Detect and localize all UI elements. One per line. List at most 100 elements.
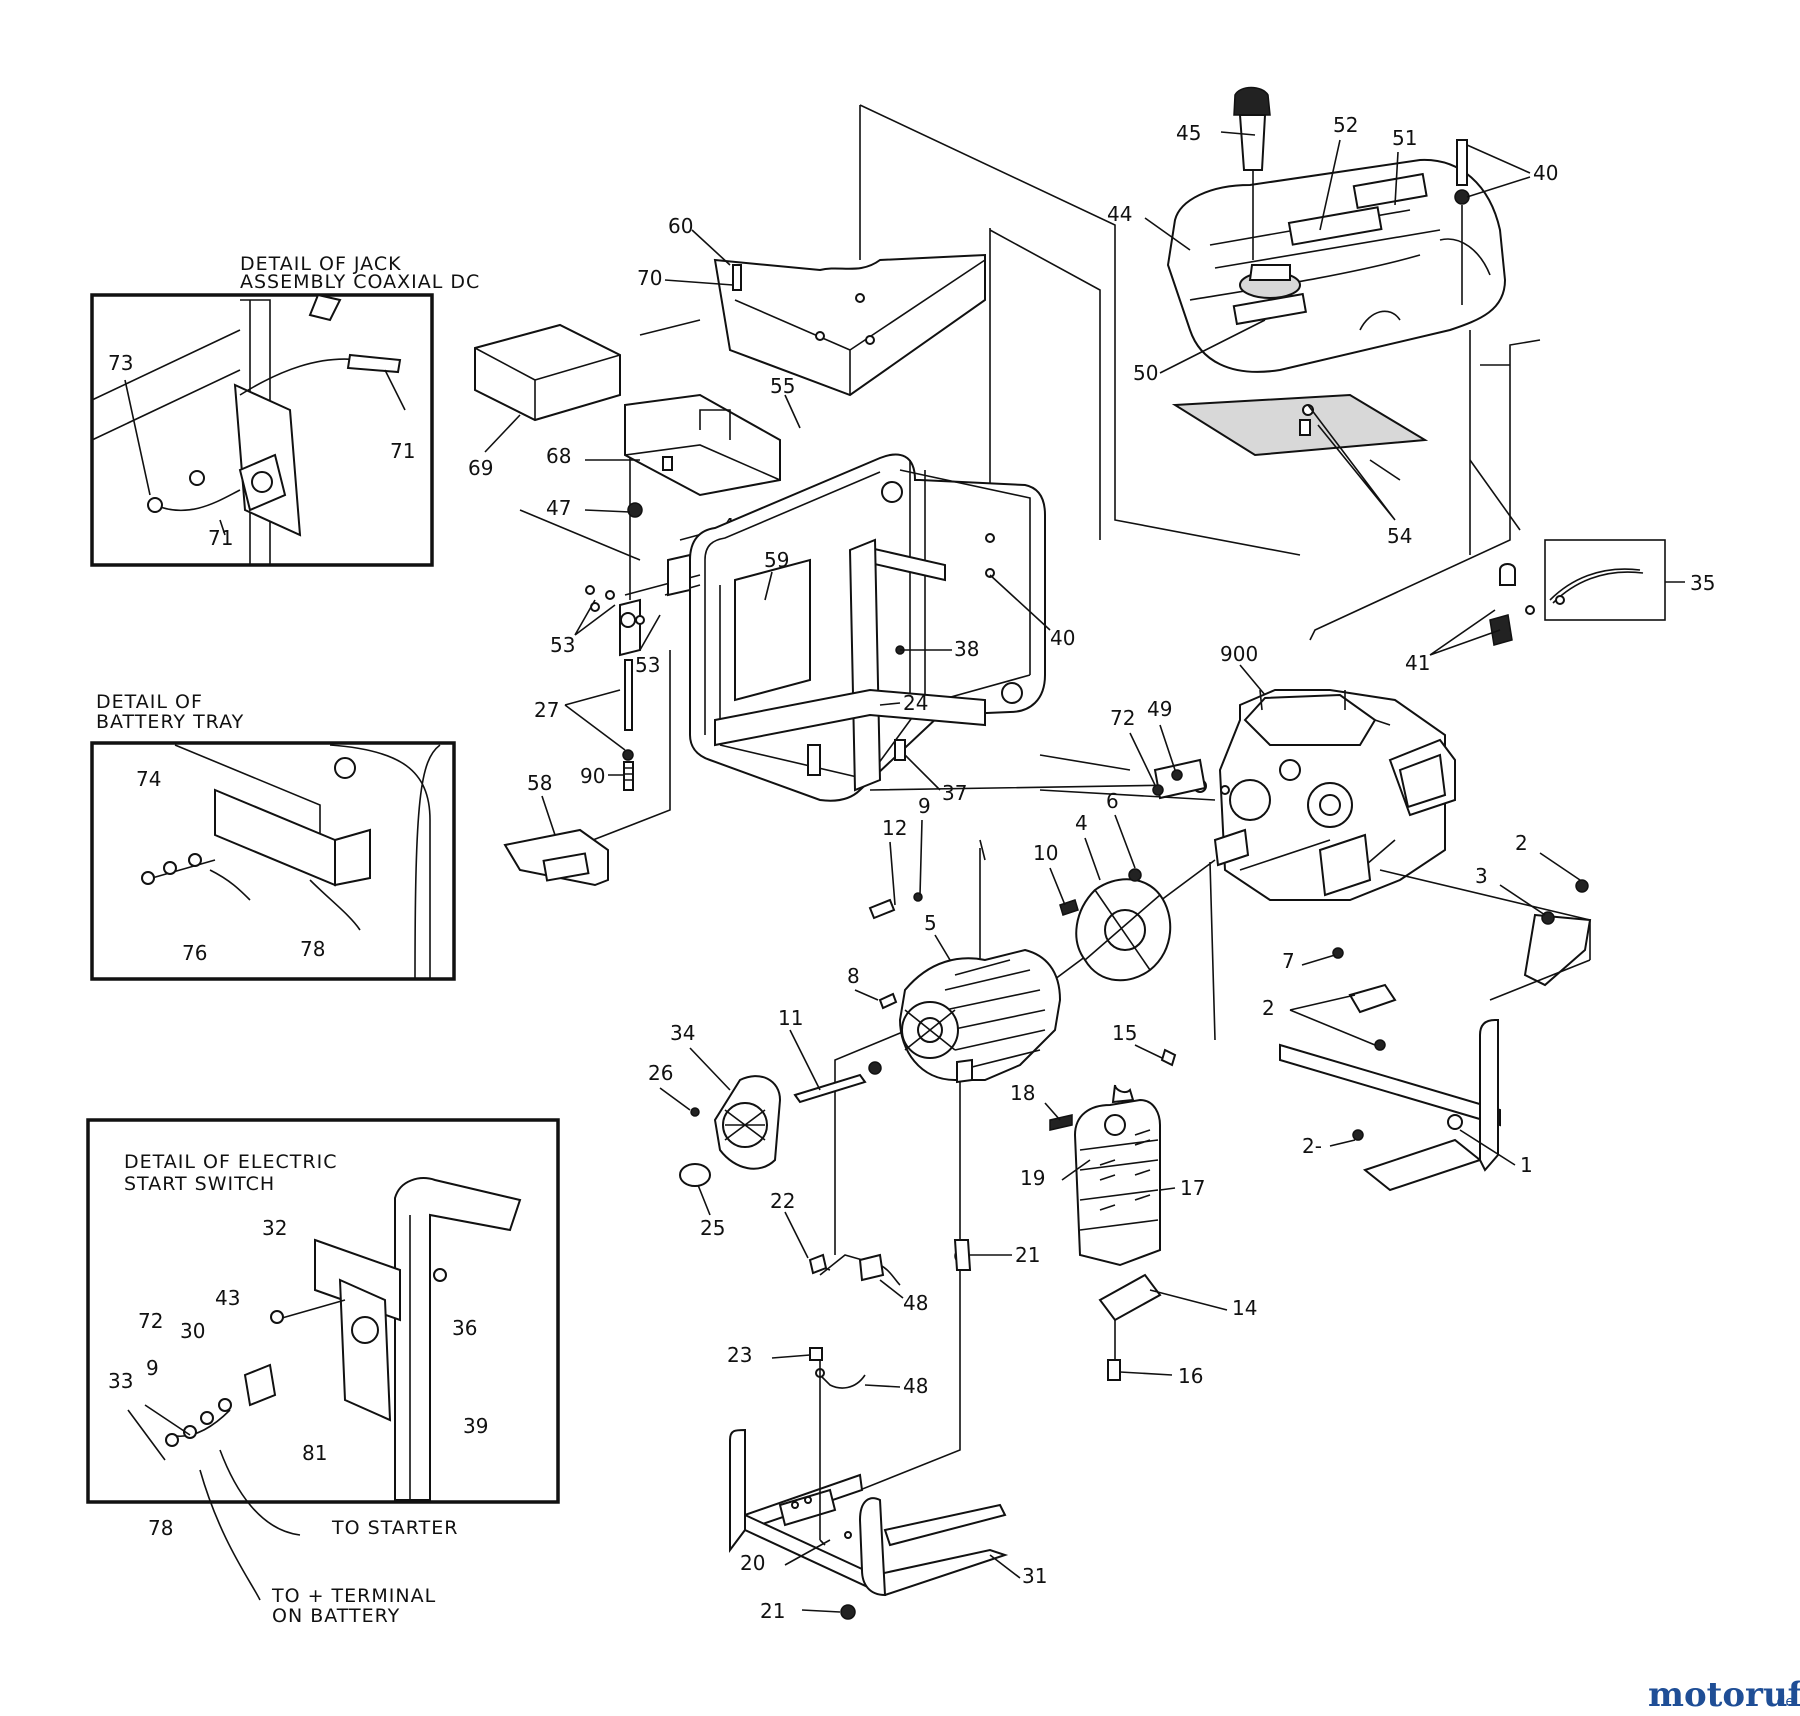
detail-battery-title-2: BATTERY TRAY: [96, 711, 244, 733]
label-24: 24: [903, 691, 928, 715]
label-14: 14: [1232, 1296, 1257, 1320]
label-54: 54: [1387, 524, 1412, 548]
detail-jack-title-2: ASSEMBLY COAXIAL DC: [240, 271, 480, 293]
engine: [1153, 689, 1456, 901]
label-2-lower: 2-: [1302, 1134, 1322, 1158]
label-71-lower: 71: [208, 526, 233, 550]
label-73: 73: [108, 351, 133, 375]
label-1: 1: [1520, 1153, 1533, 1177]
main-frame: [503, 453, 1046, 887]
to-terminal-text-1: TO + TERMINAL: [271, 1585, 436, 1607]
label-44: 44: [1107, 202, 1132, 226]
label-18: 18: [1010, 1081, 1035, 1105]
label-7: 7: [1282, 949, 1295, 973]
label-69: 69: [468, 456, 493, 480]
label-30: 30: [180, 1319, 205, 1343]
label-16: 16: [1178, 1364, 1203, 1388]
label-53-right: 53: [635, 653, 660, 677]
fuel-line-detail: [1489, 539, 1666, 646]
watermark-brand: motoruf: [1648, 1675, 1800, 1715]
label-25: 25: [700, 1216, 725, 1240]
label-72-engine: 72: [1110, 706, 1135, 730]
label-12: 12: [882, 816, 907, 840]
label-2-upper: 2: [1515, 831, 1528, 855]
label-4: 4: [1075, 811, 1088, 835]
label-90: 90: [580, 764, 605, 788]
label-45: 45: [1176, 121, 1201, 145]
label-3: 3: [1475, 864, 1488, 888]
alternator: [679, 868, 1172, 1264]
label-71-upper: 71: [390, 439, 415, 463]
label-37: 37: [942, 781, 967, 805]
label-31: 31: [1022, 1564, 1047, 1588]
label-21-lower: 21: [760, 1599, 785, 1623]
label-9-start: 9: [146, 1356, 159, 1380]
engine-mounts: [1279, 869, 1592, 1192]
label-15: 15: [1112, 1021, 1137, 1045]
watermark: motoruf .de: [1648, 1675, 1800, 1715]
label-48-upper: 48: [903, 1291, 928, 1315]
cradle-left-leg: [729, 1428, 864, 1553]
control-panel-bracket: [474, 253, 986, 518]
label-17: 17: [1180, 1176, 1205, 1200]
end-cap: [679, 1163, 711, 1187]
label-34: 34: [670, 1021, 695, 1045]
muffler-assembly: [1049, 1048, 1177, 1381]
label-70: 70: [637, 266, 662, 290]
label-20: 20: [740, 1551, 765, 1575]
label-40-frame: 40: [1050, 626, 1075, 650]
to-starter-text: TO STARTER: [331, 1517, 458, 1539]
label-51: 51: [1392, 126, 1417, 150]
detail-start-frame: [86, 1118, 560, 1504]
panel-bracket: [713, 253, 986, 397]
label-72-start: 72: [138, 1309, 163, 1333]
label-26: 26: [648, 1061, 673, 1085]
label-36: 36: [452, 1316, 477, 1340]
label-52: 52: [1333, 113, 1358, 137]
detail-jack-assembly: DETAIL OF JACK ASSEMBLY COAXIAL DC 73 71…: [90, 253, 480, 567]
label-48-lower: 48: [903, 1374, 928, 1398]
assembly-lines: [519, 104, 1541, 1491]
label-19: 19: [1020, 1166, 1045, 1190]
battery-tray-drawing: [141, 744, 441, 980]
fuel-tank: [1166, 158, 1507, 373]
vibration-mount-plate: [1523, 913, 1592, 987]
label-10: 10: [1033, 841, 1058, 865]
label-27: 27: [534, 698, 559, 722]
center-brace: [848, 538, 882, 792]
muffler-bracket: [1098, 1273, 1162, 1322]
label-9-main: 9: [918, 794, 931, 818]
label-21-upper: 21: [1015, 1243, 1040, 1267]
label-6: 6: [1106, 789, 1119, 813]
cradle-right-leg: [858, 1497, 887, 1597]
label-11: 11: [778, 1006, 803, 1030]
label-58: 58: [527, 771, 552, 795]
label-33: 33: [108, 1369, 133, 1393]
label-47: 47: [546, 496, 571, 520]
lower-cradle: [729, 1239, 1009, 1620]
detail-jack-frame: [90, 293, 434, 567]
detail-start-title-2: START SWITCH: [124, 1173, 275, 1195]
label-78-battery: 78: [300, 937, 325, 961]
label-35: 35: [1690, 571, 1715, 595]
watermark-suffix: .de: [1772, 1694, 1794, 1710]
panel-plate: [734, 558, 811, 702]
label-5: 5: [924, 911, 937, 935]
detail-battery-tray: DETAIL OF BATTERY TRAY 74 76 78: [90, 691, 456, 981]
label-38: 38: [954, 637, 979, 661]
label-49: 49: [1147, 697, 1172, 721]
detail-battery-title-1: DETAIL OF: [96, 691, 203, 713]
battery: [474, 323, 621, 422]
muffler: [1073, 1098, 1161, 1267]
label-68: 68: [546, 444, 571, 468]
label-41: 41: [1405, 651, 1430, 675]
wing-nut: [627, 502, 643, 518]
detail-electric-start-switch: DETAIL OF ELECTRIC START SWITCH 32 43 36…: [86, 1118, 560, 1627]
handle: [1479, 1019, 1499, 1172]
cradle-rail: [1279, 1043, 1501, 1127]
fuel-gauge-cap: [1233, 86, 1271, 116]
label-2-mid: 2: [1262, 996, 1275, 1020]
label-23: 23: [727, 1343, 752, 1367]
label-76: 76: [182, 941, 207, 965]
